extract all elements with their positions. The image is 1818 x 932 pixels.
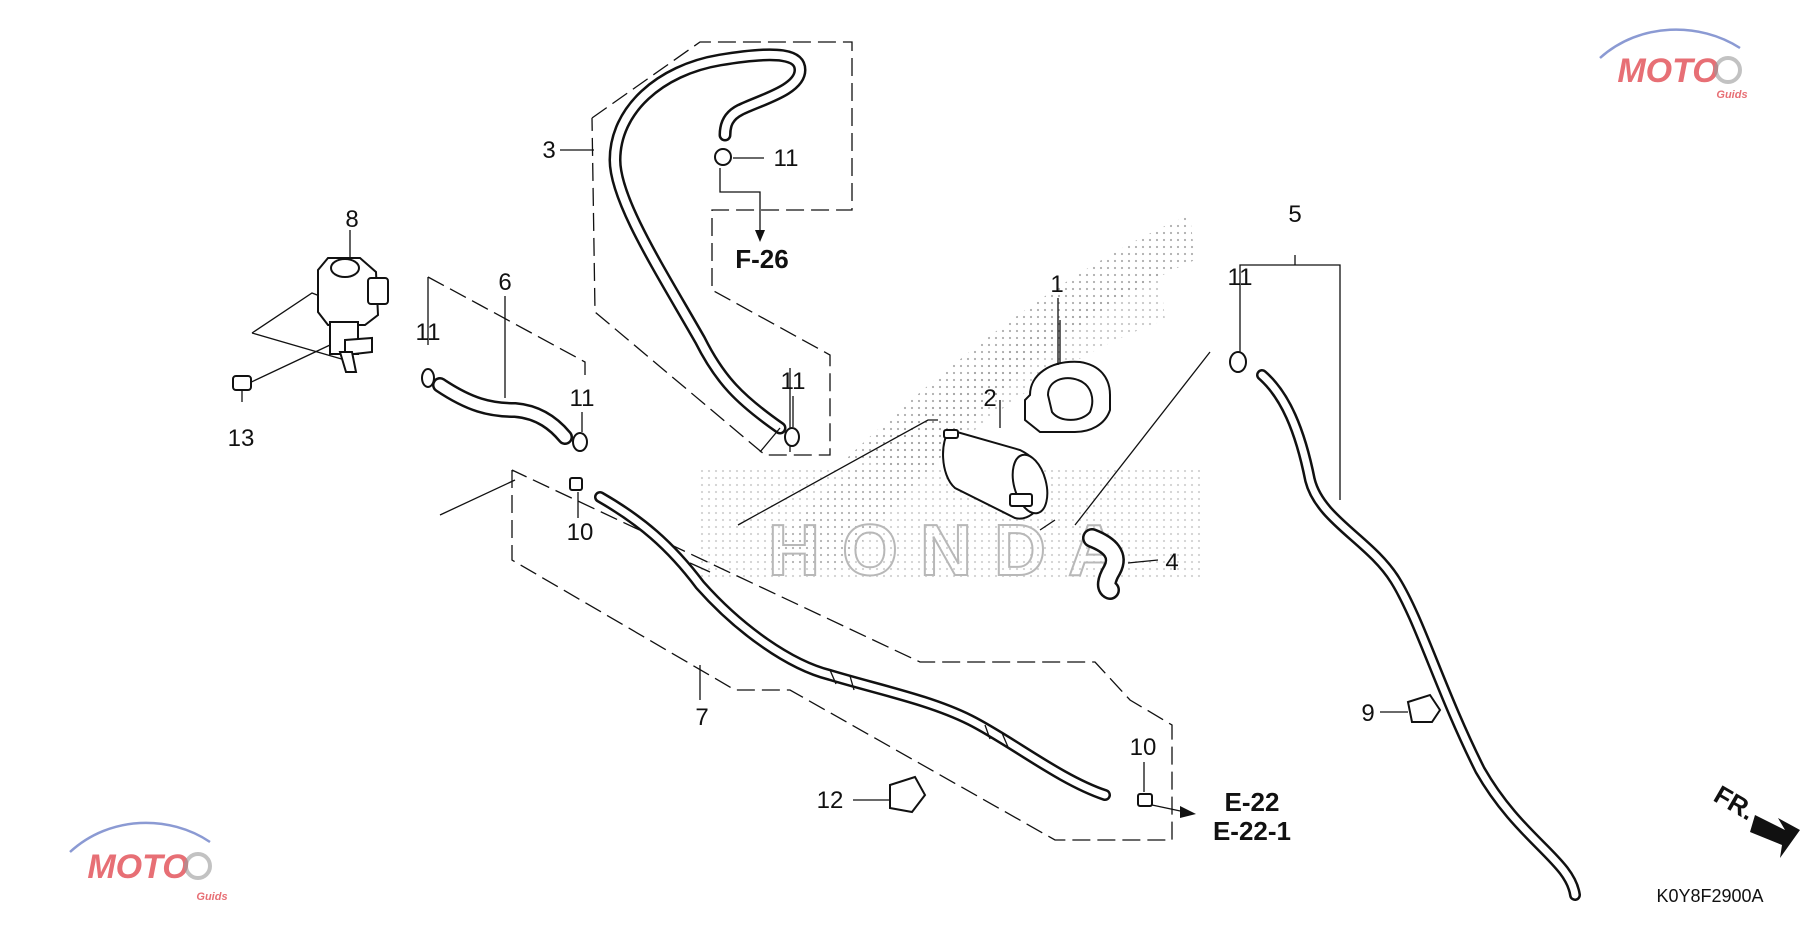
clip-9 <box>1406 693 1442 723</box>
clamp-11-top <box>714 148 732 166</box>
leaders-part-8 <box>244 230 516 516</box>
brand-logo-bottom-left: MOTO Guids <box>69 821 228 903</box>
center-watermark-text: HONDA <box>768 511 1142 591</box>
clamp-10-lower <box>1137 793 1153 807</box>
charcoal-canister <box>942 428 1049 520</box>
brand-logo-top-right: MOTO Guids <box>1599 28 1748 101</box>
reference-f26: F-26 <box>735 244 788 274</box>
arrow-to-f26 <box>719 168 765 242</box>
part-label-12: 12 <box>817 787 844 814</box>
hose-5 <box>1256 369 1581 901</box>
part-label-11-right: 11 <box>1228 264 1253 291</box>
part-label-4: 4 <box>1165 549 1178 576</box>
part-label-10-upper: 10 <box>567 519 594 546</box>
drawing-code: K0Y8F2900A <box>1656 886 1763 906</box>
part-label-3: 3 <box>542 137 555 164</box>
clamp-10-upper <box>569 477 583 491</box>
hose-3 <box>608 48 807 435</box>
part-label-9: 9 <box>1361 700 1374 727</box>
canister-holder <box>1024 360 1111 433</box>
part-label-11-top: 11 <box>774 145 799 172</box>
hose-4 <box>1082 528 1159 600</box>
hose-7 <box>594 491 1111 801</box>
front-direction-arrow <box>1750 815 1800 858</box>
reference-e22: E-22 <box>1225 787 1280 817</box>
group-box-7 <box>511 469 1173 841</box>
arrow-to-e22 <box>1151 804 1196 818</box>
part-label-5: 5 <box>1288 201 1301 228</box>
honda-wing-watermark <box>700 215 1200 580</box>
clamp-11-middle <box>572 432 588 452</box>
part-label-2: 2 <box>983 385 996 412</box>
part-label-13: 13 <box>228 425 255 452</box>
group-box-3 <box>560 41 853 456</box>
group-box-5 <box>1239 255 1341 500</box>
clip-12 <box>853 775 927 814</box>
group-box-6 <box>427 276 586 375</box>
clamp-11-left <box>421 368 435 388</box>
part-label-11-left: 11 <box>416 319 441 346</box>
part-label-10-lower: 10 <box>1130 734 1157 761</box>
reference-e22-1: E-22-1 <box>1213 816 1291 846</box>
purge-solenoid-valve <box>317 257 389 373</box>
bolt <box>232 375 252 402</box>
front-direction-label: FR. <box>1709 779 1760 826</box>
brand-logo-top-text: MOTO <box>1617 52 1718 90</box>
part-label-6: 6 <box>498 269 511 296</box>
clamp-11-center <box>784 427 800 447</box>
brand-logo-top-subtext: Guids <box>1716 89 1747 101</box>
clamp-11-right <box>1229 351 1247 373</box>
part-label-8: 8 <box>345 206 358 233</box>
part-label-7: 7 <box>695 704 708 731</box>
brand-logo-bottom-subtext: Guids <box>196 891 227 903</box>
part-label-11-middle: 11 <box>570 385 595 412</box>
part-label-11-center: 11 <box>781 368 806 395</box>
brand-logo-bottom-text: MOTO <box>87 848 188 886</box>
hose-6 <box>432 377 573 445</box>
part-label-1: 1 <box>1050 271 1063 298</box>
